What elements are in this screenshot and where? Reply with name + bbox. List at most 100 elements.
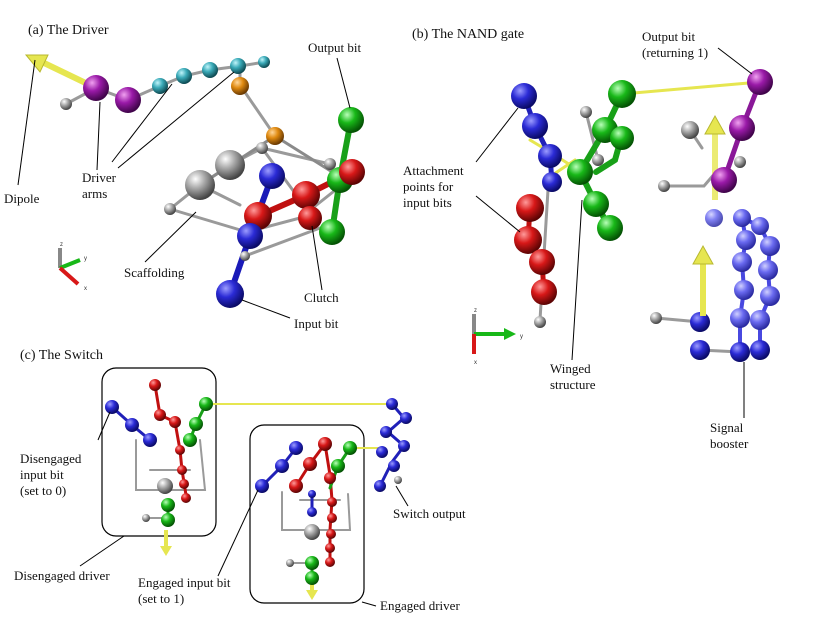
atom <box>179 479 189 489</box>
atom <box>177 465 187 475</box>
label-disengaged-line1: Disengaged <box>20 451 82 466</box>
atom <box>331 459 345 473</box>
atom <box>583 191 609 217</box>
axis-x-label: x <box>84 286 87 292</box>
atom <box>215 150 245 180</box>
atom <box>154 409 166 421</box>
atom <box>538 144 562 168</box>
label-disengaged-line3: (set to 0) <box>20 483 66 498</box>
atom <box>658 180 670 192</box>
leader-engaged-input <box>217 489 259 577</box>
atom <box>325 557 335 567</box>
leader-winged <box>571 199 583 361</box>
atom <box>531 279 557 305</box>
atom <box>259 163 285 189</box>
panel-c-title: (c) The Switch <box>20 348 103 363</box>
axis-y-label: y <box>84 256 87 262</box>
atom <box>380 426 392 438</box>
atom <box>514 226 542 254</box>
atom <box>304 524 320 540</box>
leader-attachment <box>475 107 521 233</box>
atom <box>292 181 320 209</box>
engaged-driver-box <box>249 424 365 604</box>
panel-driver: (a) The Driver <box>4 23 365 331</box>
atom <box>275 459 289 473</box>
atom <box>733 209 751 227</box>
atom <box>115 87 141 113</box>
atom <box>176 68 192 84</box>
label-booster-line2: booster <box>710 436 749 451</box>
atom <box>185 170 215 200</box>
disengaged-driver-box <box>101 367 217 537</box>
atom <box>608 80 636 108</box>
atom <box>319 219 345 245</box>
atom <box>325 543 335 553</box>
atom <box>760 286 780 306</box>
leader-disengaged-input <box>97 411 111 441</box>
atom <box>305 571 319 585</box>
atom <box>266 127 284 145</box>
atom <box>516 194 544 222</box>
atom <box>307 507 317 517</box>
label-clutch: Clutch <box>304 290 339 305</box>
atom <box>400 412 412 424</box>
atom <box>286 559 294 567</box>
label-attach-line1: Attachment <box>403 163 464 178</box>
atom <box>289 479 303 493</box>
label-scaffolding: Scaffolding <box>124 265 185 280</box>
leader-scaffolding <box>144 211 197 263</box>
atom <box>730 308 750 328</box>
atom <box>149 379 161 391</box>
axis-z-label: z <box>60 242 63 248</box>
atom <box>732 252 752 272</box>
atom <box>303 457 317 471</box>
atom <box>705 209 723 227</box>
nand-scaffold-rods <box>538 110 742 354</box>
switch-output-chain <box>374 398 412 492</box>
booster-arrow-lower <box>692 244 714 316</box>
atom <box>255 479 269 493</box>
label-disengaged-driver: Disengaged driver <box>14 568 110 583</box>
atom <box>169 416 181 428</box>
panel-b-title: (b) The NAND gate <box>412 27 524 42</box>
engaged-driver <box>255 437 357 600</box>
label-engaged-input-line1: Engaged input bit <box>138 575 231 590</box>
atom <box>258 56 270 68</box>
signal-booster <box>650 209 780 362</box>
atom <box>511 83 537 109</box>
atom <box>597 215 623 241</box>
atom <box>567 159 593 185</box>
atom <box>690 312 710 332</box>
atom <box>240 251 250 261</box>
label-output-bit: Output bit <box>308 40 361 55</box>
label-engaged-input-line2: (set to 1) <box>138 591 184 606</box>
atom <box>189 417 203 431</box>
leader-output-bit <box>336 57 351 109</box>
atom <box>388 460 400 472</box>
label-nand-output-line2: (returning 1) <box>642 45 708 60</box>
atom <box>534 316 546 328</box>
atom <box>83 75 109 101</box>
label-driver-arms-line2: arms <box>82 186 107 201</box>
nand-blue-rods <box>521 93 555 185</box>
atom <box>327 497 337 507</box>
leader-clutch <box>311 225 323 291</box>
atom <box>734 156 746 168</box>
atom <box>199 397 213 411</box>
atom <box>690 340 710 360</box>
atom <box>376 446 388 458</box>
atom <box>305 556 319 570</box>
atom <box>729 115 755 141</box>
atom <box>318 437 332 451</box>
atom <box>650 312 662 324</box>
label-dipole: Dipole <box>4 191 40 206</box>
atom <box>181 493 191 503</box>
atom <box>386 398 398 410</box>
leader-driver-arms <box>96 71 235 171</box>
atom <box>183 433 197 447</box>
atom <box>230 58 246 74</box>
label-engaged-driver: Engaged driver <box>380 598 460 613</box>
atom <box>157 478 173 494</box>
atom <box>125 418 139 432</box>
